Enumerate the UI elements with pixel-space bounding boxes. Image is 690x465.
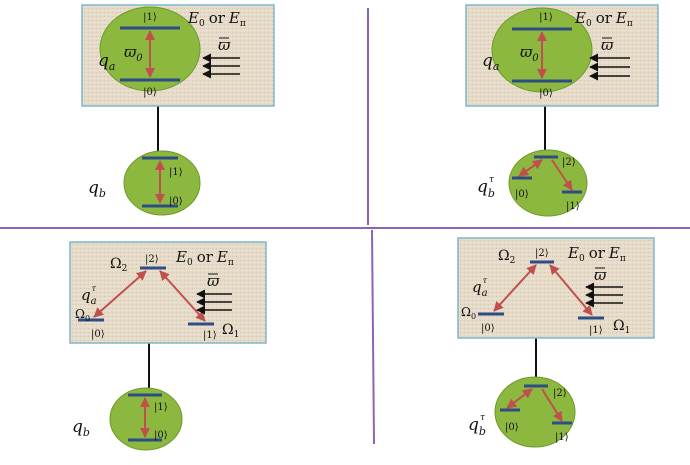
qubit-b-label: qbτ: [468, 413, 486, 438]
level-0-label: |0⟩: [539, 88, 553, 99]
level-0-label: |0⟩: [169, 196, 183, 207]
divider-vertical-bottom: [371, 229, 375, 445]
omega2-label: Ω2: [110, 256, 127, 274]
transition-arrow: [493, 264, 537, 312]
transition-arrow: [506, 388, 533, 409]
level-1-label: |1⟩: [169, 167, 183, 178]
qubit-a-label: qa: [482, 51, 499, 73]
transition-arrow: [93, 270, 147, 318]
omega1-label: Ω1: [222, 322, 239, 340]
level-2-label: |2⟩: [535, 248, 549, 259]
omega-label: ϖ: [594, 266, 607, 284]
level-0-label: |0⟩: [481, 323, 495, 334]
level-0-label: |0⟩: [154, 430, 168, 441]
level-0-label: |0⟩: [505, 422, 519, 433]
omega-label: ϖ: [207, 272, 220, 290]
level-0-label: |0⟩: [91, 329, 105, 340]
omega0-label: Ω0: [75, 307, 90, 323]
qubit-a-label: qaτ: [472, 276, 488, 299]
qubit-a-box: [69, 241, 267, 344]
level-1-label: |1⟩: [143, 12, 157, 23]
transition-arrow: [549, 264, 593, 316]
omega0-label: Ω0: [461, 305, 476, 321]
level-1-label: |1⟩: [555, 432, 569, 443]
level-1-label: |1⟩: [539, 12, 553, 23]
level-1-label: |1⟩: [154, 402, 168, 413]
omega-bars: [208, 37, 612, 275]
level-0-label: |0⟩: [515, 189, 529, 200]
omega-label: ϖ: [601, 36, 614, 54]
transition-arrow: [551, 159, 573, 191]
level-2-label: |2⟩: [145, 254, 159, 265]
level-1-label: |1⟩: [566, 201, 580, 212]
qubit-a-label: qa: [98, 51, 115, 73]
level-2-label: |2⟩: [553, 388, 567, 399]
transition-arrow: [541, 388, 563, 422]
omega0-label: ϖ0: [124, 43, 143, 64]
omega0-label: ϖ0: [520, 43, 539, 64]
qubit-b-label: qb: [88, 178, 106, 200]
level-2-label: |2⟩: [562, 157, 576, 168]
omega-label: ϖ: [218, 36, 231, 54]
qubit-b-label: qb: [72, 417, 90, 439]
transition-arrow: [518, 159, 543, 177]
level-1-label: |1⟩: [203, 330, 217, 341]
omega1-label: Ω1: [613, 318, 630, 336]
omega2-label: Ω2: [498, 248, 515, 266]
qubit-b-label: qbτ: [477, 175, 495, 200]
qubit-a-label: qaτ: [81, 284, 97, 307]
level-1-label: |1⟩: [589, 325, 603, 336]
level-0-label: |0⟩: [143, 87, 157, 98]
